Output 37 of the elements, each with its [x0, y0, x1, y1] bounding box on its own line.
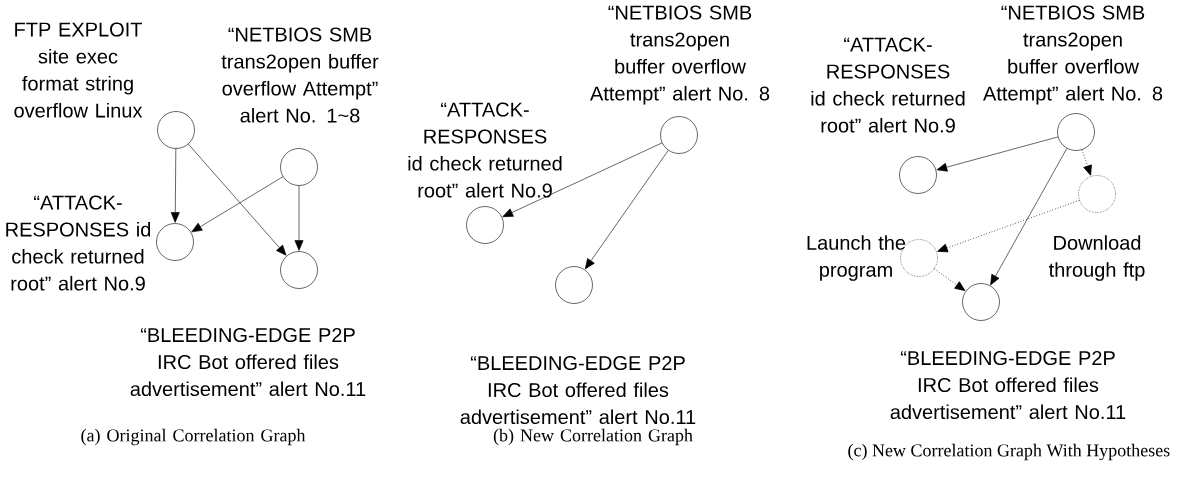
alert-node: “ATTACK-RESPONSES id check returned root” alert No.9	[408, 102, 562, 244]
alert-node: “ATTACK-RESPONSES id check returned root” alert No.9	[6, 195, 194, 291]
arrow	[170, 148, 180, 223]
alert-node: “NETBIOS SMB trans2open buffer overflow Attempt” alert No. 1~8	[221, 27, 379, 186]
node-label: “BLEEDING-EDGE P2P IRC Bot offered files advertisement” alert No.11	[460, 355, 696, 425]
node-label: Download through ftp	[1048, 235, 1145, 281]
node-label: “NETBIOS SMB trans2open buffer overflow Attempt” alert No. 1~8	[221, 27, 379, 123]
arrow	[1081, 149, 1092, 176]
subfigure-caption: (b) New Correlation Graph	[493, 428, 693, 446]
arrow	[584, 150, 669, 270]
node-label: “ATTACK-RESPONSES id check returned root” alert No.9	[811, 37, 965, 133]
alert-node: “NETBIOS SMB trans2open buffer overflow Attempt” alert No. 8	[590, 5, 770, 154]
arrow	[502, 142, 663, 218]
node-label: “NETBIOS SMB trans2open buffer overflow Attempt” alert No. 8	[590, 5, 770, 105]
node-label: “ATTACK-RESPONSES id check returned root” alert No.9	[408, 102, 562, 198]
alert-node: “BLEEDING-EDGE P2P IRC Bot offered files advertisement” alert No.11	[460, 266, 696, 425]
arrow	[936, 136, 1059, 172]
node-label: “BLEEDING-EDGE P2P IRC Bot offered files advertisement” alert No.11	[890, 350, 1126, 420]
alert-node: FTP EXPLOIT site exec format string overflow Linux	[14, 22, 195, 149]
arrow	[933, 268, 966, 291]
arrow	[191, 176, 284, 233]
alert-node: “ATTACK-RESPONSES id check returned root” alert No.9	[811, 37, 965, 194]
alert-node: “NETBIOS SMB trans2open buffer overflow Attempt” alert No. 8	[983, 5, 1163, 151]
alert-node: Download through ftp	[1048, 175, 1145, 281]
arrow	[937, 199, 1080, 253]
arrow	[294, 185, 304, 251]
alert-node: Launch the program	[807, 235, 938, 281]
arrow	[188, 143, 287, 256]
node-label: FTP EXPLOIT site exec format string overflow Linux	[14, 22, 143, 118]
node-label: Launch the program	[807, 235, 906, 281]
node-label: “NETBIOS SMB trans2open buffer overflow Attempt” alert No. 8	[983, 5, 1163, 105]
node-label: “BLEEDING-EDGE P2P IRC Bot offered files advertisement” alert No.11	[130, 327, 366, 397]
subfigure-caption: (c) New Correlation Graph With Hypotheses	[848, 443, 1170, 461]
arrow	[990, 148, 1068, 286]
subfigure-caption: (a) Original Correlation Graph	[81, 428, 306, 446]
node-label: “ATTACK-RESPONSES id check returned root” alert No.9	[6, 195, 151, 291]
alert-node: “BLEEDING-EDGE P2P IRC Bot offered files advertisement” alert No.11	[890, 283, 1126, 420]
